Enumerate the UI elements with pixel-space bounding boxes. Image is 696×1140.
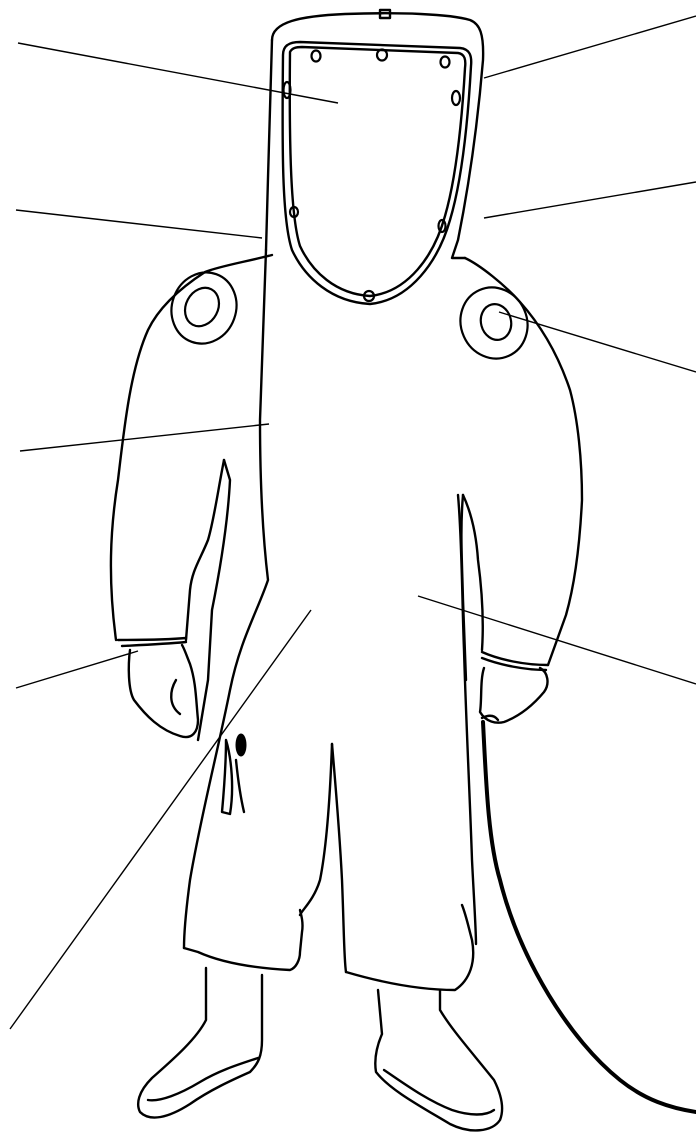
boot-icon bbox=[137, 966, 504, 1132]
leader-cuff bbox=[15, 650, 139, 689]
leader-neck-left bbox=[15, 209, 263, 239]
cuffs bbox=[116, 636, 550, 672]
leader-chest bbox=[19, 423, 270, 452]
visor-icon bbox=[281, 40, 473, 306]
leader-hood-right bbox=[483, 181, 696, 219]
hood-icon bbox=[264, 8, 485, 260]
leader-shoulder-valve bbox=[498, 311, 696, 373]
exhaust-valve-icon bbox=[170, 271, 529, 360]
leader-visor bbox=[17, 42, 339, 104]
leader-body-right bbox=[417, 595, 696, 685]
leader-zipper bbox=[9, 609, 312, 1030]
glove-icon bbox=[127, 643, 549, 739]
suit-body bbox=[109, 248, 584, 992]
callout-leaders bbox=[9, 15, 696, 1030]
zipper-pull-icon bbox=[220, 733, 247, 816]
breathing-hose-icon bbox=[481, 720, 696, 1114]
leader-hood-top bbox=[483, 15, 696, 79]
